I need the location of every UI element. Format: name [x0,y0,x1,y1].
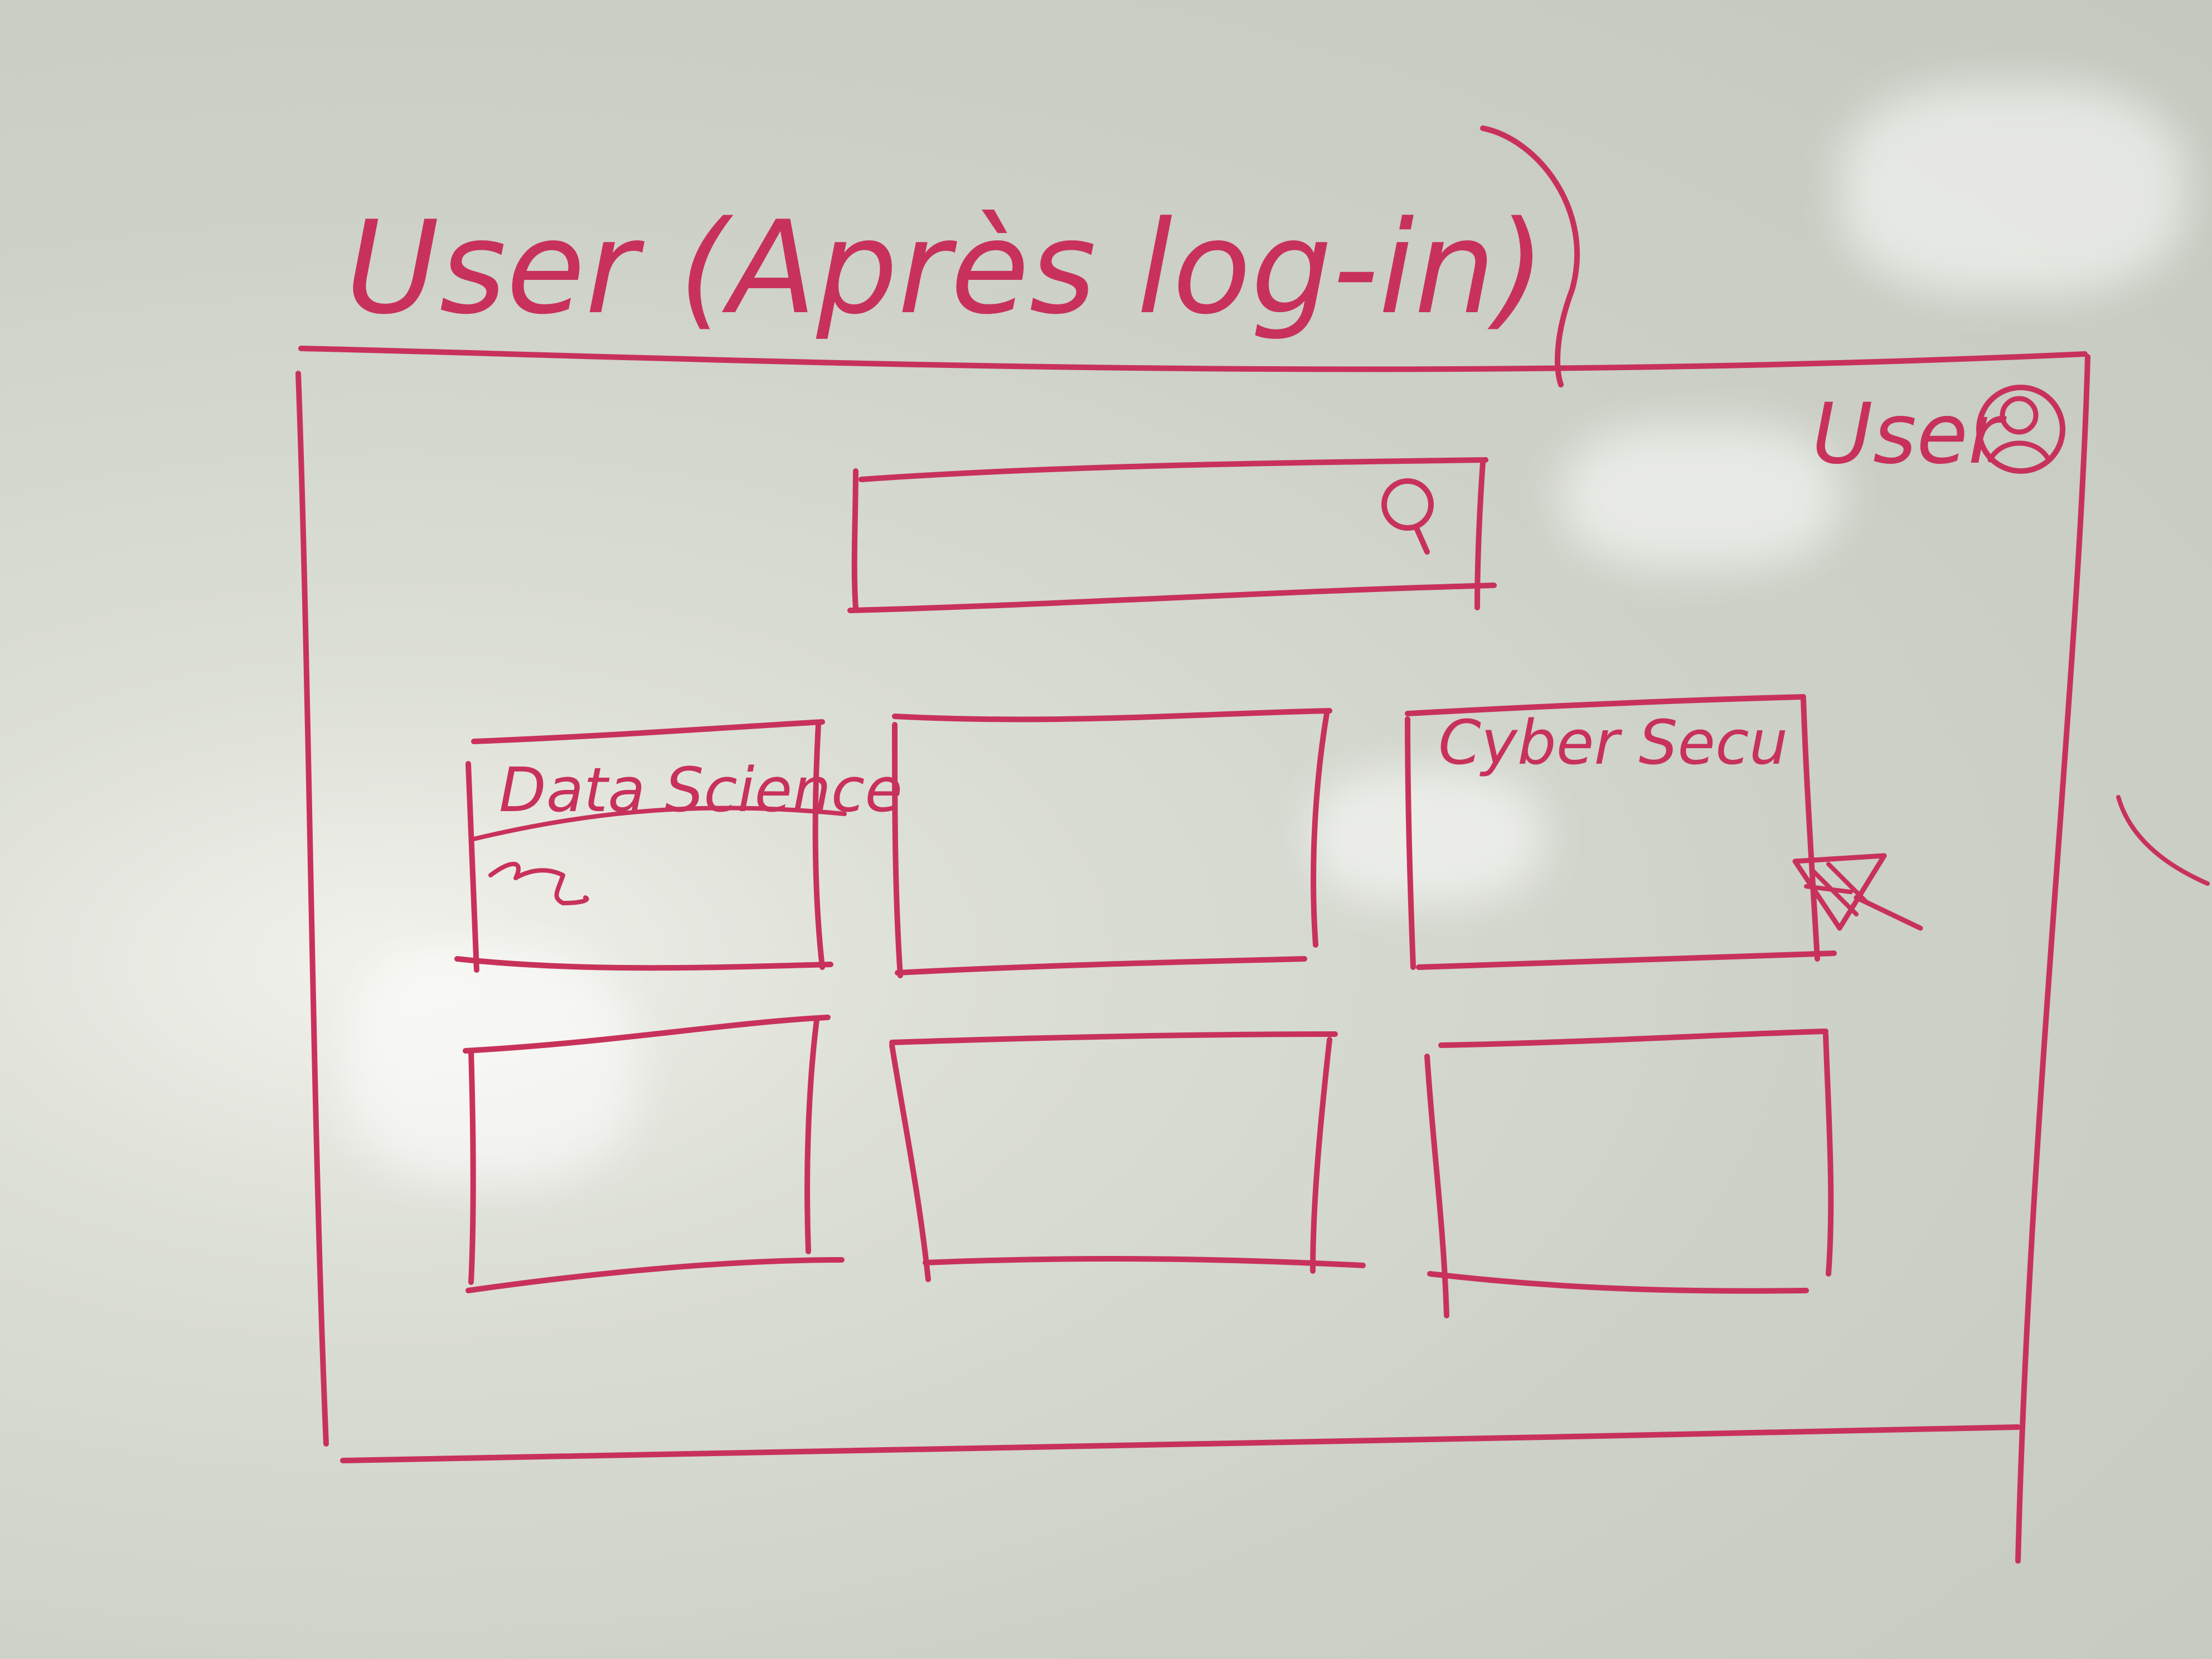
stray-mark [2116,795,2210,886]
card-cyber-security[interactable] [1405,694,1837,970]
card-title-cyber-security: Cyber Secu [1438,707,1788,778]
light-glare [1310,769,1544,903]
light-glare [346,948,636,1182]
card-title-data-science: Data Science [499,754,903,826]
user-label[interactable]: User [1812,386,2007,483]
cursor-arrow-icon [1792,853,1923,931]
card-6[interactable] [1424,1029,1834,1318]
card-2[interactable] [892,708,1332,978]
light-glare [1840,84,2185,295]
light-glare [1561,424,1840,569]
search-icon[interactable] [1381,478,1434,555]
user-circle-icon[interactable] [1976,385,2065,474]
card-5[interactable] [889,1031,1366,1282]
card-content-squiggle [488,861,589,905]
title-bracket [1480,125,1580,387]
search-input[interactable] [847,457,1497,613]
card-4[interactable] [463,1015,845,1293]
app-window-frame [295,346,2090,1564]
sketch-title: User (Après log-in) [346,194,1545,343]
card-data-science[interactable] [454,719,847,973]
